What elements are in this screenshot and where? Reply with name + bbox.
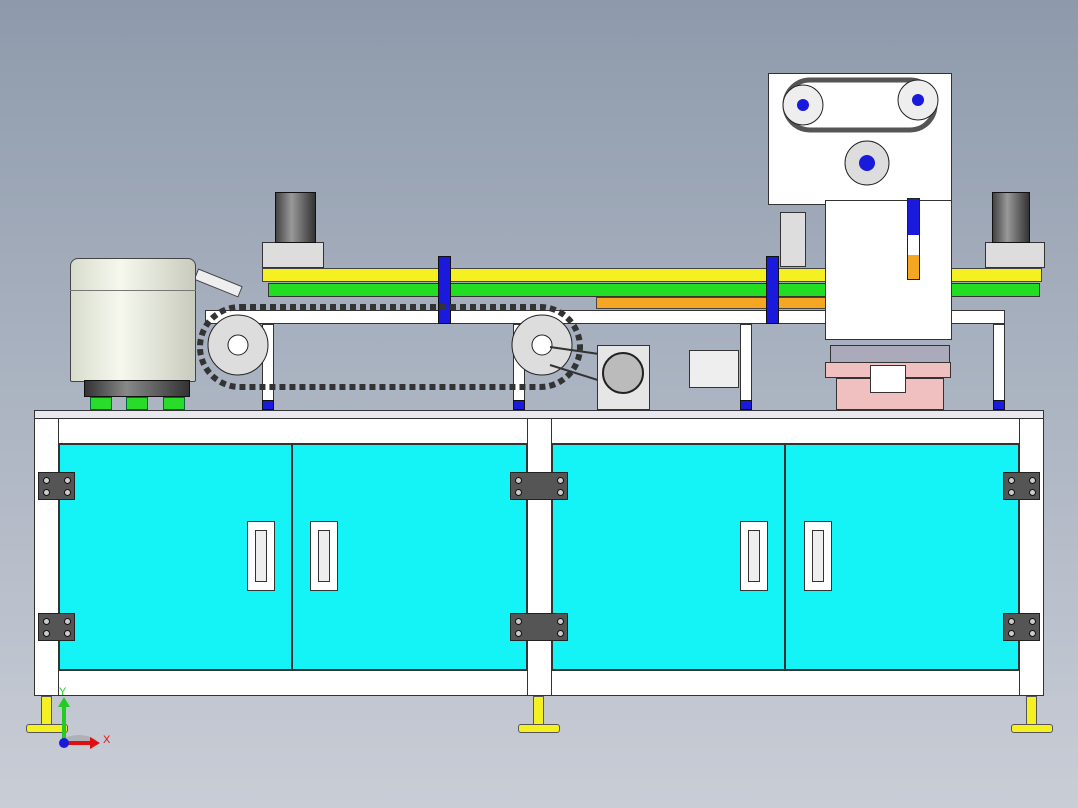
cylinder-indicator bbox=[907, 198, 920, 280]
door-handle[interactable] bbox=[247, 521, 275, 591]
cabinet-post-right bbox=[1019, 418, 1044, 696]
pulley bbox=[602, 352, 644, 394]
door-handle[interactable] bbox=[804, 521, 832, 591]
hinge bbox=[1003, 472, 1040, 500]
cabinet-post-left bbox=[34, 418, 59, 696]
servo-motor-right bbox=[992, 192, 1030, 243]
door-handle[interactable] bbox=[740, 521, 768, 591]
hinge bbox=[38, 613, 75, 641]
hinge bbox=[510, 472, 568, 500]
axis-label-y: Y bbox=[59, 686, 67, 698]
slide-rail bbox=[780, 212, 806, 267]
axis-triad bbox=[58, 697, 100, 749]
chain-drive bbox=[197, 304, 621, 390]
motor-small bbox=[689, 350, 739, 388]
hinge bbox=[38, 472, 75, 500]
servo-motor-left bbox=[275, 192, 316, 243]
head-plate-lower bbox=[825, 200, 952, 340]
axis-label-x: X bbox=[103, 734, 111, 746]
hinge bbox=[510, 613, 568, 641]
cabinet-post-middle bbox=[527, 418, 552, 696]
door-handle[interactable] bbox=[310, 521, 338, 591]
hinge bbox=[1003, 613, 1040, 641]
belt-pulleys bbox=[782, 77, 939, 186]
